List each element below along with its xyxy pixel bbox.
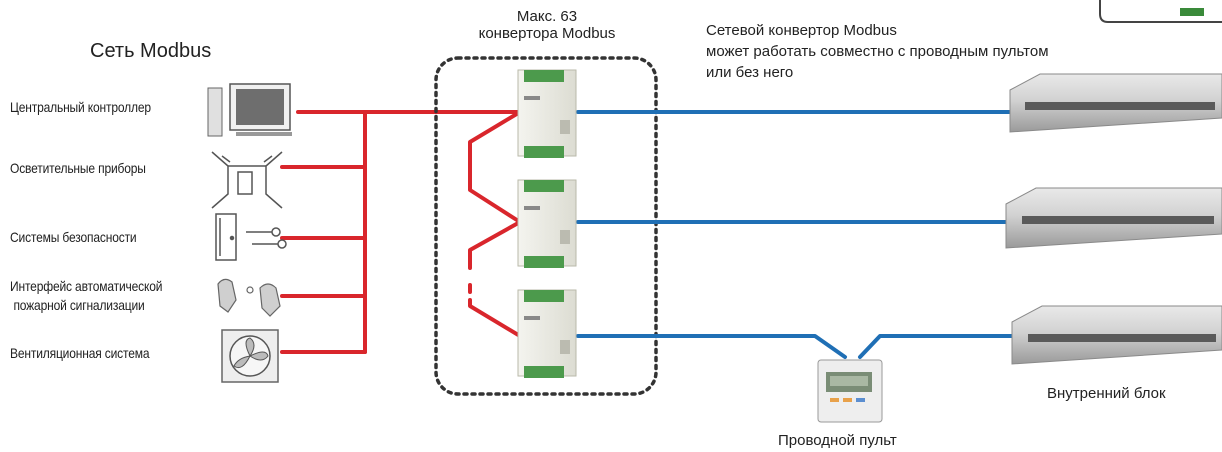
device-label-ventilation: Вентиляционная система: [10, 345, 150, 361]
converter-caption-line1: Макс. 63: [516, 8, 578, 25]
remote-label: Проводной пульт: [778, 432, 897, 449]
note-line2: может работать совместно с проводным пул…: [706, 43, 1049, 60]
indoor-unit-3: [1011, 305, 1222, 365]
firefighter-icon: [217, 278, 281, 317]
indoor-unit-label: Внутренний блок: [1047, 385, 1166, 402]
note-line3: или без него: [706, 64, 794, 81]
top-right-frame: [1099, 0, 1222, 23]
converter-2: [517, 179, 577, 268]
fire-alarm-line2: пожарной сигнализации: [13, 297, 145, 313]
converter-caption: Макс. 63 конвертора Modbus: [452, 8, 642, 42]
ventilation-fan-icon: [221, 329, 279, 383]
computer-icon: [207, 83, 292, 137]
device-label-security: Системы безопасности: [10, 229, 137, 245]
network-title: Сеть Modbus: [90, 40, 212, 62]
modbus-bus-lines: [280, 110, 522, 354]
lighting-room-icon: [211, 151, 283, 209]
door-key-icon: [215, 213, 287, 261]
converter-3: [517, 289, 577, 378]
converter-1: [517, 69, 577, 158]
indoor-unit-2: [1005, 187, 1222, 249]
wired-remote: [817, 359, 883, 423]
device-label-central-controller: Центральный контроллер: [10, 99, 151, 115]
converter-group-border: [434, 56, 658, 396]
unit-lines: [576, 110, 1014, 359]
fire-alarm-line1: Интерфейс автоматической: [10, 278, 163, 294]
converter-note: Сетевой конвертор Modbus может работать …: [706, 20, 1049, 83]
device-label-fire-alarm: Интерфейс автоматической пожарной сигнал…: [10, 277, 162, 315]
device-label-lighting: Осветительные приборы: [10, 160, 146, 176]
converter-caption-line2: конвертора Modbus: [478, 25, 616, 42]
indoor-unit-1: [1009, 73, 1222, 133]
note-line1: Сетевой конвертор Modbus: [706, 22, 897, 39]
